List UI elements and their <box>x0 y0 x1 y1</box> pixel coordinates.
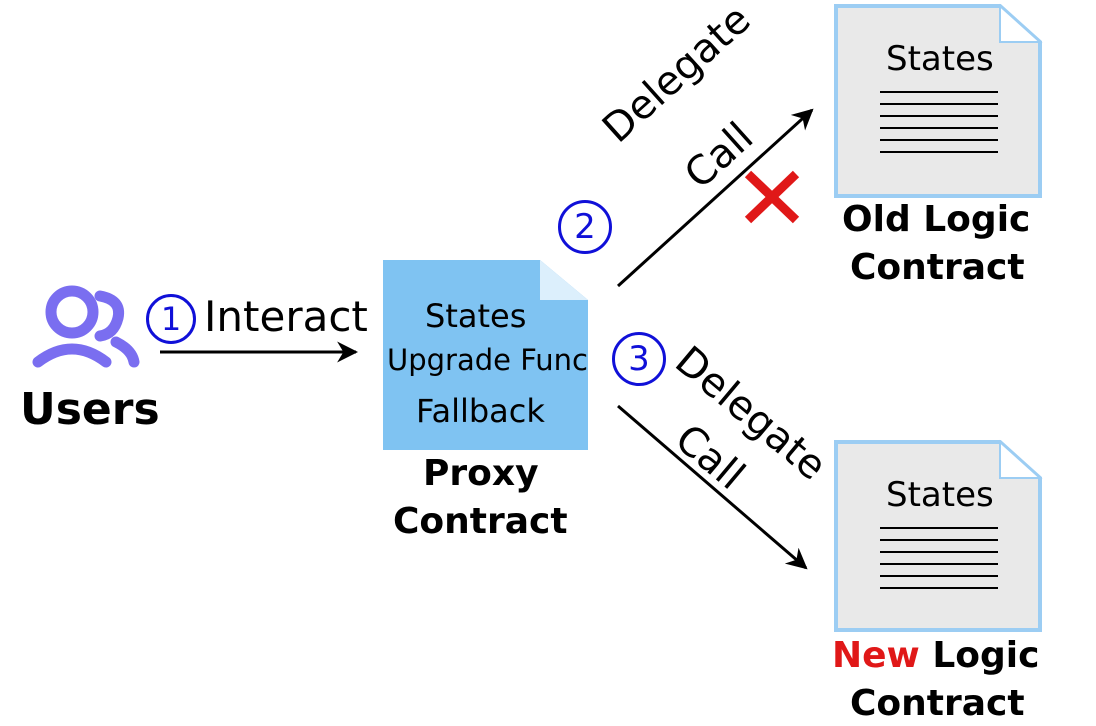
new-logic-states-title: States <box>886 475 994 515</box>
delegate-call-arrow-old <box>616 108 814 288</box>
step-1-badge: 1 <box>146 294 196 344</box>
users-icon <box>32 285 140 368</box>
step-2-badge: 2 <box>558 200 612 254</box>
proxy-title-line1: Proxy <box>423 453 539 494</box>
new-logic-title-line1: New Logic <box>832 638 1039 674</box>
cross-icon <box>744 170 800 224</box>
logic-word: Logic <box>919 635 1040 676</box>
delegate-call-arrow-new <box>617 404 808 570</box>
proxy-upgrade-func-line: Upgrade Func <box>387 343 589 377</box>
users-label: Users <box>20 384 160 435</box>
old-logic-document <box>834 3 1043 198</box>
step-3-badge: 3 <box>612 332 666 386</box>
proxy-fallback-line: Fallback <box>416 392 545 430</box>
new-logic-document <box>834 439 1043 632</box>
old-logic-title-line2: Contract <box>850 247 1025 288</box>
new-logic-title-line2: Contract <box>850 683 1025 724</box>
old-logic-states-title: States <box>886 39 994 79</box>
interact-label: Interact <box>204 292 368 341</box>
new-word: New <box>832 635 920 676</box>
old-logic-title-line1: Old Logic <box>842 199 1031 240</box>
proxy-title-line2: Contract <box>393 501 568 542</box>
proxy-contract-document <box>383 260 588 450</box>
proxy-states-line: States <box>425 297 527 335</box>
